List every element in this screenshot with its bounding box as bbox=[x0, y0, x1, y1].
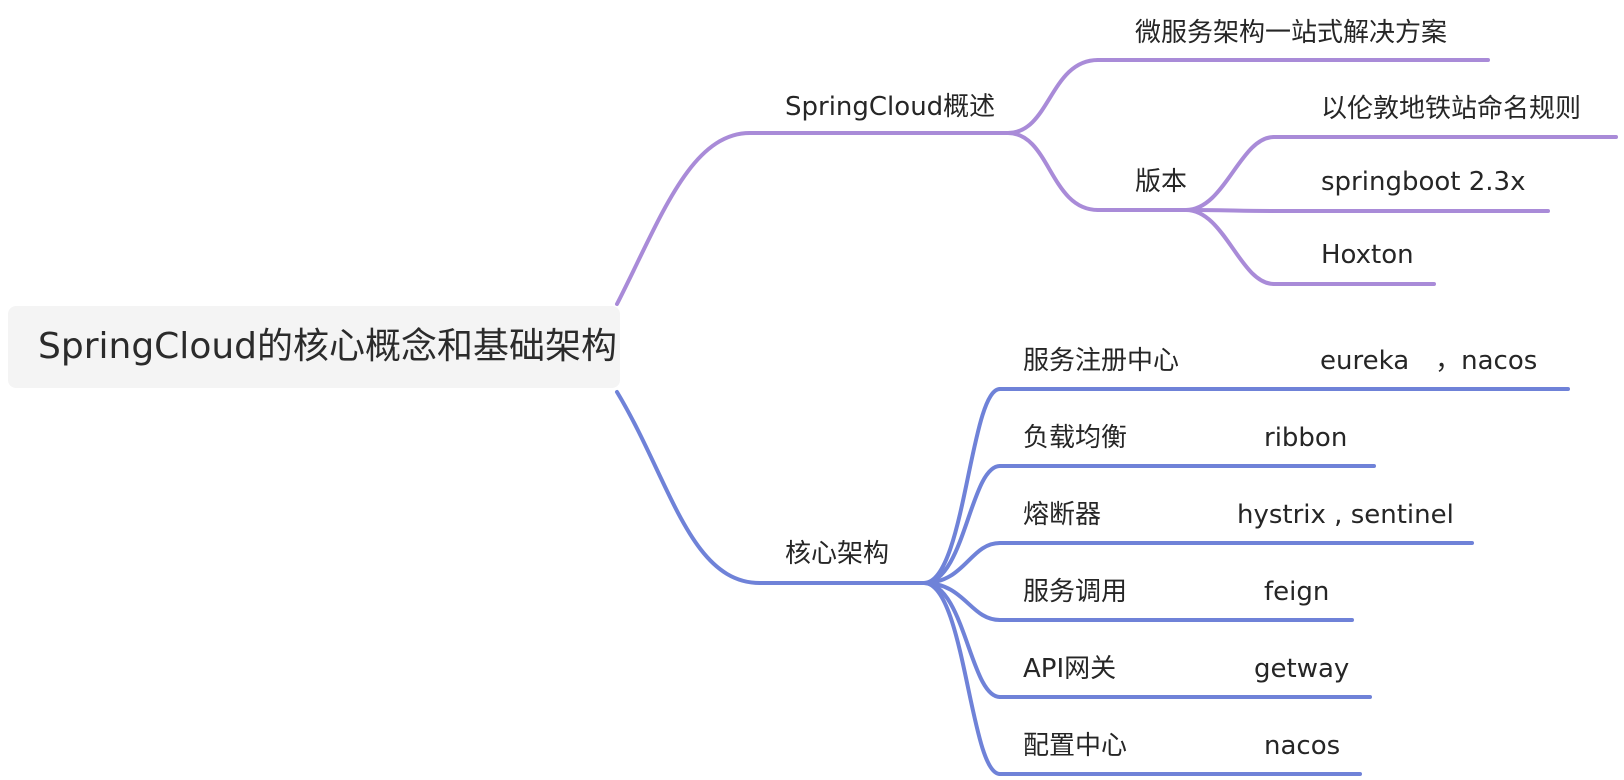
node-registry-impl[interactable]: eureka ，nacos bbox=[1320, 346, 1538, 376]
root-label: SpringCloud的核心概念和基础架构 bbox=[38, 326, 618, 367]
node-loadbalance-impl[interactable]: ribbon bbox=[1264, 423, 1348, 453]
node-breaker[interactable]: 熔断器 bbox=[1023, 500, 1102, 530]
connector-core-to-config bbox=[922, 581, 1002, 776]
node-loadbalance[interactable]: 负载均衡 bbox=[1023, 423, 1128, 453]
root-node[interactable]: SpringCloud的核心概念和基础架构 bbox=[8, 306, 620, 388]
node-registry[interactable]: 服务注册中心 bbox=[1023, 346, 1180, 376]
node-invoke-impl[interactable]: feign bbox=[1264, 577, 1330, 607]
node-config-impl[interactable]: nacos bbox=[1264, 731, 1341, 761]
node-breaker-impl[interactable]: hystrix , sentinel bbox=[1237, 500, 1454, 530]
connector-overview-to-solution bbox=[1006, 58, 1100, 135]
node-overview[interactable]: SpringCloud概述 bbox=[785, 92, 996, 122]
node-core[interactable]: 核心架构 bbox=[785, 539, 890, 569]
connector-root-to-overview bbox=[615, 131, 752, 306]
connector-core-to-registry bbox=[922, 387, 1002, 585]
node-version[interactable]: 版本 bbox=[1135, 167, 1188, 197]
connector-version-to-naming bbox=[1184, 135, 1276, 212]
node-config[interactable]: 配置中心 bbox=[1023, 731, 1128, 761]
connector-core-to-breaker bbox=[922, 541, 1002, 585]
node-hoxton[interactable]: Hoxton bbox=[1321, 240, 1414, 270]
connector-core-to-loadbalance bbox=[922, 464, 1002, 585]
node-gateway-impl[interactable]: getway bbox=[1254, 654, 1350, 684]
node-invoke[interactable]: 服务调用 bbox=[1023, 577, 1128, 607]
connector-version-to-hoxton bbox=[1184, 208, 1276, 286]
connector-overview-to-version bbox=[1006, 131, 1100, 212]
node-solution[interactable]: 微服务架构一站式解决方案 bbox=[1135, 18, 1448, 48]
node-springboot[interactable]: springboot 2.3x bbox=[1321, 167, 1526, 197]
connector-root-to-core bbox=[615, 390, 762, 585]
node-gateway[interactable]: API网关 bbox=[1023, 654, 1117, 684]
node-naming-rule[interactable]: 以伦敦地铁站命名规则 bbox=[1321, 94, 1582, 124]
